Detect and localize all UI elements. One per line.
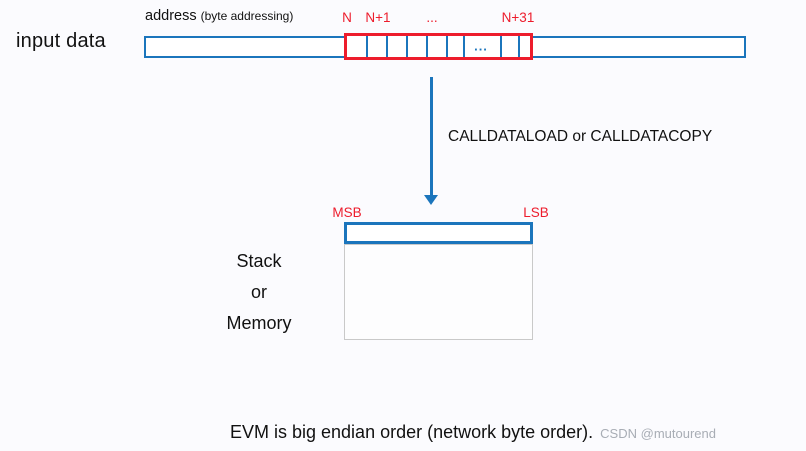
msb-label: MSB <box>332 205 362 220</box>
byte-cell-divider <box>500 36 502 57</box>
byte-cell-divider <box>426 36 428 57</box>
down-arrow-line <box>430 77 433 195</box>
footer-caption: EVM is big endian order (network byte or… <box>230 422 594 442</box>
segment-ellipsis: ... <box>474 37 488 53</box>
opcode-label: CALLDATALOAD or CALLDATACOPY <box>448 128 713 145</box>
lsb-label: LSB <box>523 205 549 220</box>
byte-offset-label-ellipsis: ... <box>426 10 438 25</box>
down-arrow-head-icon <box>424 195 438 205</box>
byte-cell-divider <box>386 36 388 57</box>
byte-cell-divider <box>446 36 448 57</box>
destination-word-box <box>344 222 533 244</box>
input-data-label: input data <box>16 30 106 52</box>
watermark-text: CSDN @mutourend <box>600 426 716 441</box>
stack-or-memory-line: Stack <box>236 251 282 271</box>
byte-offset-label-n1: N+1 <box>365 10 391 25</box>
byte-cell-divider <box>406 36 408 57</box>
address-label: address (byte addressing) <box>145 8 293 24</box>
byte-cell-divider <box>366 36 368 57</box>
address-label-main: address <box>145 8 197 24</box>
highlighted-32byte-segment: ... <box>344 33 533 60</box>
footer: EVM is big endian order (network byte or… <box>230 422 716 443</box>
stack-or-memory-label: Stack or Memory <box>200 246 318 339</box>
memory-region-box <box>344 244 533 340</box>
address-label-note: (byte addressing) <box>200 9 294 23</box>
byte-offset-label-n31: N+31 <box>501 10 535 25</box>
byte-offset-label-n: N <box>342 10 352 25</box>
stack-or-memory-line: Memory <box>226 313 292 333</box>
stack-or-memory-line: or <box>250 282 267 302</box>
byte-cell-divider <box>518 36 520 57</box>
byte-cell-divider <box>463 36 465 57</box>
